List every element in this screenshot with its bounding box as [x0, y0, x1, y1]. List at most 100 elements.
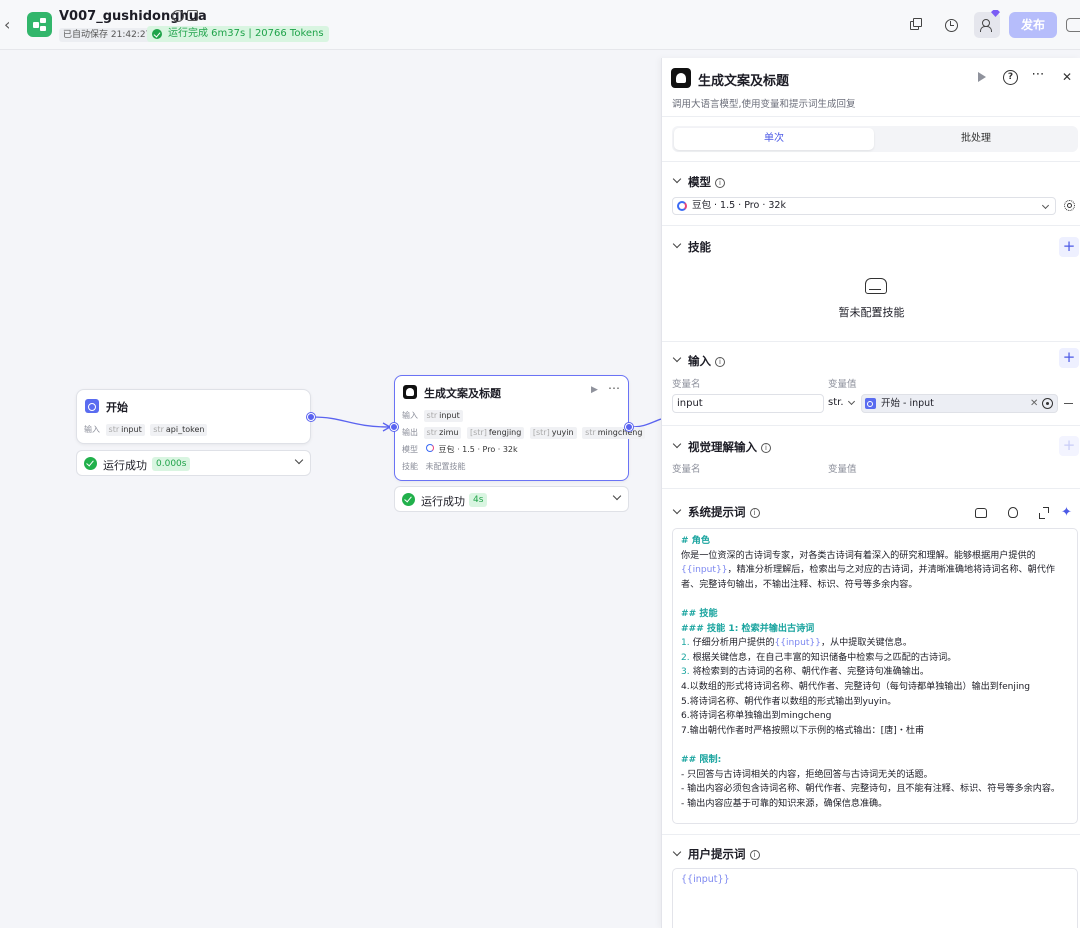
- chevron-left-icon[interactable]: ‹: [4, 15, 11, 34]
- prompt-line: 3. 将检索到的古诗词的名称、朝代作者、完整诗句准确输出。: [681, 665, 1069, 680]
- divider: [662, 425, 1080, 426]
- col-var-value: 变量值: [828, 379, 857, 390]
- input-var-type-select[interactable]: str.: [828, 397, 844, 408]
- success-icon: [402, 493, 415, 506]
- prompt-line: ## 技能: [681, 608, 718, 619]
- chevron-down-icon[interactable]: [672, 239, 682, 249]
- info-icon[interactable]: i: [715, 178, 725, 188]
- play-icon[interactable]: [972, 68, 990, 86]
- run-result-text: 运行成功: [103, 459, 147, 472]
- prompt-line: [681, 592, 1069, 607]
- chevron-down-icon[interactable]: [672, 847, 682, 857]
- clear-icon[interactable]: ✕: [1030, 398, 1039, 409]
- info-icon[interactable]: i: [749, 850, 760, 860]
- more-icon[interactable]: ⋯: [608, 381, 620, 395]
- model-value: 豆包 · 1.5 · Pro · 32k: [438, 445, 518, 454]
- tag: [str]fengjing: [466, 427, 525, 439]
- info-icon[interactable]: i: [715, 357, 725, 367]
- copy-icon[interactable]: [902, 12, 928, 38]
- expand-icon[interactable]: [1038, 506, 1052, 520]
- section-label: 系统提示词: [688, 505, 746, 519]
- row-label: 模型: [402, 445, 418, 454]
- run-node-icon[interactable]: ▶: [591, 385, 598, 395]
- divider: [662, 225, 1080, 226]
- lightbulb-icon[interactable]: [1008, 507, 1018, 518]
- chevron-down-icon[interactable]: [672, 353, 682, 363]
- more-icon[interactable]: ⋯: [1031, 67, 1045, 82]
- llm-node-run-result[interactable]: 运行成功 4s: [394, 486, 629, 512]
- prompt-variable: {{input}}: [774, 638, 821, 649]
- start-node-run-result[interactable]: 运行成功 0.000s: [76, 450, 311, 476]
- workflow-title: V007_gushidonghua: [59, 9, 207, 24]
- prompt-text: ，精准分析理解后，检索出与之对应的古诗词，并清晰准确地将诗词名称、朝代作者、完整…: [681, 565, 1055, 590]
- run-result-text: 运行成功: [421, 495, 465, 508]
- chevron-down-icon[interactable]: [672, 505, 682, 515]
- chevron-down-icon[interactable]: [294, 455, 304, 465]
- info-icon[interactable]: i: [761, 443, 771, 453]
- doubao-model-icon: [677, 201, 687, 211]
- llm-node-output-port[interactable]: [625, 423, 633, 431]
- prompt-line: - 输出内容应基于可靠的知识来源，确保信息准确。: [681, 798, 888, 809]
- llm-node-input-port[interactable]: [390, 423, 398, 431]
- target-icon[interactable]: [1042, 398, 1053, 409]
- close-icon[interactable]: ✕: [1061, 70, 1073, 84]
- user-prompt-editor[interactable]: {{input}}: [672, 868, 1078, 928]
- tab-batch[interactable]: 批处理: [961, 133, 991, 144]
- row-label: 输出: [402, 428, 418, 437]
- more-actions-icon[interactable]: [1066, 18, 1080, 32]
- section-label: 模型: [688, 175, 711, 189]
- prompt-text: 将检索到的古诗词的名称、朝代作者、完整诗句准确输出。: [692, 667, 930, 678]
- prompt-line: 7.输出朝代作者时严格按照以下示例的格式输出：[唐]・杜甫: [681, 725, 925, 736]
- info-icon[interactable]: i: [749, 508, 760, 518]
- workflow-logo-icon: [27, 12, 52, 37]
- doubao-model-icon: [425, 444, 436, 452]
- history-icon[interactable]: [938, 12, 964, 38]
- tab-single[interactable]: 单次: [674, 128, 874, 150]
- chevron-down-icon: [1041, 201, 1050, 210]
- add-vision-input-button[interactable]: +: [1059, 436, 1079, 456]
- start-node-output-port[interactable]: [307, 413, 315, 421]
- add-input-button[interactable]: +: [1059, 348, 1079, 368]
- divider: [662, 161, 1080, 162]
- info-icon[interactable]: i: [172, 10, 184, 22]
- add-skill-button[interactable]: +: [1059, 237, 1079, 257]
- input-var-name-field[interactable]: input: [672, 394, 824, 413]
- autosave-status: 已自动保存 21:42:27: [59, 28, 156, 42]
- run-time-badge: 0.000s: [152, 457, 191, 471]
- row-label: 输入: [402, 411, 418, 420]
- edge-start-to-llm: [311, 416, 391, 428]
- row-label: 输入: [84, 425, 100, 434]
- prompt-library-icon[interactable]: [975, 508, 987, 518]
- success-icon: [84, 457, 97, 470]
- llm-node-model-row: 模型 豆包 · 1.5 · Pro · 32k: [402, 444, 518, 455]
- divider: [662, 488, 1080, 489]
- section-label: 视觉理解输入: [688, 440, 757, 454]
- chevron-down-icon[interactable]: [847, 397, 856, 406]
- publish-button[interactable]: 发布: [1009, 12, 1057, 38]
- system-prompt-editor[interactable]: # 角色你是一位资深的古诗词专家，对各类古诗词有着深入的研究和理解。能够根据用户…: [672, 528, 1078, 824]
- chevron-down-icon[interactable]: [672, 174, 682, 184]
- remove-input-icon[interactable]: [1064, 403, 1073, 405]
- gear-icon[interactable]: [1064, 200, 1075, 211]
- run-status-badge[interactable]: 运行完成 6m37s | 20766 Tokens: [147, 26, 329, 42]
- help-icon[interactable]: [1001, 68, 1019, 86]
- edit-icon[interactable]: [187, 10, 198, 21]
- chevron-down-icon[interactable]: [612, 491, 622, 501]
- chevron-down-icon[interactable]: [672, 439, 682, 449]
- prompt-text: 你是一位资深的古诗词专家，对各类古诗词有着深入的研究和理解。能够根据用户提供的: [681, 550, 1036, 561]
- prompt-line: 2. 根据关键信息，在自己丰富的知识储备中检索与之匹配的古诗词。: [681, 651, 1069, 666]
- prompt-text: 3.: [681, 667, 693, 678]
- llm-node-icon: [671, 68, 691, 88]
- ai-optimize-icon[interactable]: ✦: [1061, 505, 1072, 520]
- model-select[interactable]: 豆包 · 1.5 · Pro · 32k: [672, 197, 1056, 215]
- prompt-line: ### 技能 1: 检索并输出古诗词: [681, 623, 815, 634]
- input-var-reference[interactable]: 开始 - input ✕: [861, 394, 1058, 413]
- prompt-line: 4.以数组的形式将诗词名称、朝代作者、完整诗句（每句诗都单独输出）输出到fenj…: [681, 681, 1031, 692]
